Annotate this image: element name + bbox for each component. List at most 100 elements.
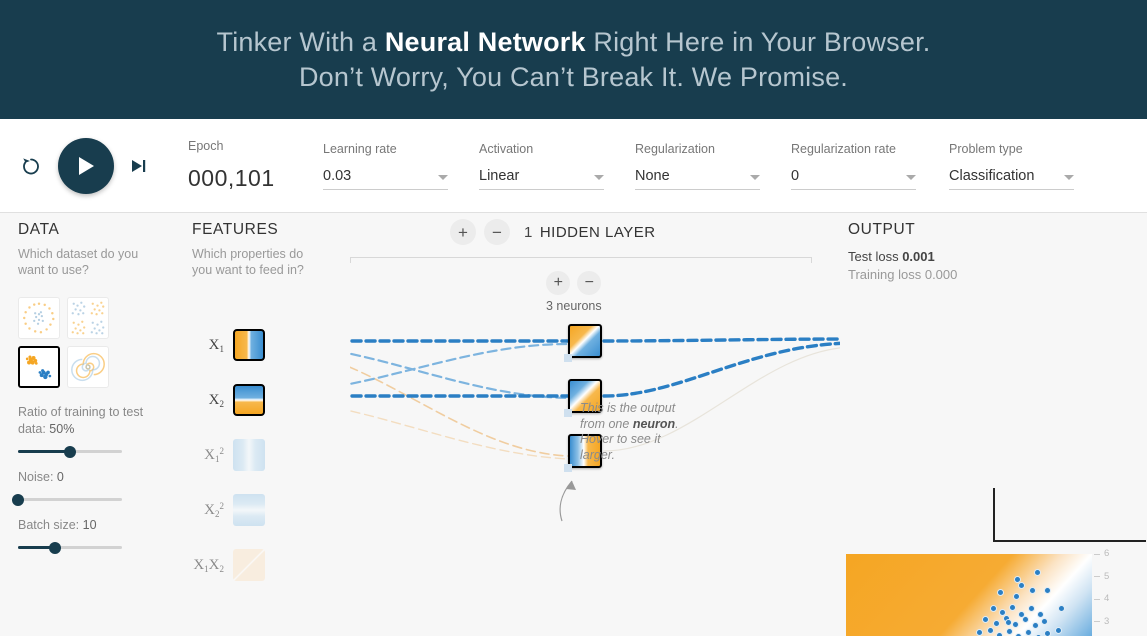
header-line-1-bold: Neural Network: [384, 26, 586, 57]
noise-slider-group: Noise: 0: [12, 469, 168, 506]
ratio-slider-fill: [18, 450, 70, 453]
dataset-thumb-xor[interactable]: [67, 297, 109, 339]
play-button[interactable]: [58, 137, 114, 194]
feature-thumb-x2sq[interactable]: [233, 494, 265, 526]
chevron-down-icon: [438, 174, 448, 180]
callout-arrow-line: [559, 480, 573, 522]
ratio-slider[interactable]: [18, 445, 122, 458]
noise-label-text: Noise:: [18, 470, 54, 484]
step-button[interactable]: [128, 155, 150, 177]
data-point: [982, 616, 990, 624]
regularization-rate-control: Regularization rate 0: [791, 142, 949, 190]
tooltip-pre: This is the output from one: [580, 401, 676, 431]
hidden-neuron-3[interactable]: [568, 434, 602, 468]
activation-label: Activation: [479, 141, 534, 156]
training-loss-label: Training loss: [848, 267, 922, 282]
dataset-selector: [18, 297, 168, 388]
data-point: [1025, 628, 1033, 636]
edge-x2-n1[interactable]: [350, 342, 570, 393]
dataset-thumb-circle[interactable]: [18, 297, 60, 339]
data-point: [1058, 605, 1066, 613]
neuron-bias-2[interactable]: [564, 409, 572, 417]
callout-arrow-head: [566, 481, 576, 490]
output-heatmap[interactable]: [846, 554, 1092, 636]
data-point: [1043, 629, 1051, 636]
chevron-down-icon: [906, 174, 916, 180]
data-point: [1015, 633, 1023, 636]
remove-neuron-button[interactable]: −: [577, 271, 602, 295]
feature-label-x1x2: X1X2: [193, 556, 224, 574]
chevron-down-icon: [750, 174, 760, 180]
training-loss-row: Training loss 0.000: [848, 267, 1138, 282]
dataset-thumb-gaussian[interactable]: [18, 346, 60, 388]
dataset-thumb-spiral[interactable]: [67, 346, 109, 388]
play-icon: [79, 156, 94, 175]
neuron-tooltip: This is the output from one neuron. Hove…: [580, 401, 685, 463]
regularization-rate-select[interactable]: 0: [791, 168, 916, 190]
edge-n3-output[interactable]: [603, 347, 840, 452]
data-point: [998, 608, 1006, 616]
activation-control: Activation Linear: [479, 142, 635, 190]
neuron-bias-3[interactable]: [564, 464, 572, 472]
xor-dataset-icon: [71, 301, 105, 335]
ratio-value: 50%: [49, 422, 75, 436]
hidden-neuron-1[interactable]: [568, 324, 602, 358]
noise-slider[interactable]: [12, 493, 122, 506]
step-forward-icon: [132, 159, 146, 172]
edge-x2-n3[interactable]: [350, 399, 569, 460]
noise-slider-knob[interactable]: [12, 493, 24, 506]
data-point: [1034, 634, 1042, 636]
batch-slider-knob[interactable]: [49, 541, 62, 554]
data-point: [1043, 587, 1051, 595]
y-tick-mark: [1094, 553, 1100, 555]
tooltip-post: . Hover to see it larger.: [580, 416, 679, 462]
data-point: [995, 632, 1003, 636]
problem-type-select[interactable]: Classification: [949, 168, 1074, 190]
reset-button[interactable]: [18, 153, 44, 179]
control-toolbar: Epoch 000,101 Learning rate 0.03 Activat…: [0, 119, 1147, 213]
neuron-bias-1[interactable]: [564, 354, 572, 362]
feature-thumb-x2[interactable]: [233, 384, 265, 416]
data-point: [1004, 618, 1012, 626]
layer-divider: [350, 257, 812, 263]
test-loss-value: 0.001: [902, 249, 935, 264]
regularization-select[interactable]: None: [635, 168, 760, 190]
epoch-value: 000,101: [188, 165, 275, 191]
data-point: [989, 605, 997, 613]
y-tick-label: 3: [1104, 615, 1110, 627]
chevron-down-icon: [594, 174, 604, 180]
y-tick-mark: [1094, 598, 1100, 600]
batch-slider[interactable]: [18, 541, 122, 554]
data-point: [996, 589, 1004, 597]
regularization-rate-value: 0: [791, 167, 800, 184]
header-line-1-post: Right Here in Your Browser.: [585, 26, 931, 57]
feature-thumb-x1x2[interactable]: [233, 549, 265, 581]
data-point: [1018, 581, 1026, 589]
add-neuron-button[interactable]: +: [546, 271, 571, 295]
loss-curve-chart: [993, 488, 1146, 542]
training-loss-value: 0.000: [924, 267, 958, 282]
edge-x1-n2[interactable]: [350, 344, 570, 400]
feature-thumb-x1sq[interactable]: [233, 439, 265, 471]
add-layer-button[interactable]: +: [450, 219, 476, 245]
ratio-slider-knob[interactable]: [64, 445, 76, 458]
feature-label-x2sq: X22: [204, 501, 224, 519]
problem-type-label: Problem type: [949, 141, 1023, 156]
hidden-neuron-2[interactable]: [568, 379, 602, 413]
hidden-layer-label: HIDDEN LAYER: [539, 223, 656, 241]
remove-layer-button[interactable]: −: [484, 219, 510, 245]
header-line-2: Don’t Worry, You Can’t Break It. We Prom…: [298, 61, 848, 92]
data-point: [1009, 604, 1017, 611]
reset-icon: [23, 157, 39, 174]
gaussian-dataset-icon: [20, 348, 58, 386]
edge-n2-output[interactable]: [602, 341, 840, 398]
feature-thumb-x1[interactable]: [233, 329, 265, 361]
activation-select[interactable]: Linear: [479, 168, 604, 190]
data-point: [1013, 592, 1021, 600]
edge-x1-n3[interactable]: [350, 347, 569, 457]
edge-n1-output[interactable]: [602, 337, 840, 343]
learning-rate-select[interactable]: 0.03: [323, 168, 448, 190]
batch-label: Batch size: 10: [18, 517, 168, 534]
main-content: DATA Which dataset do you want to use?: [0, 213, 1147, 636]
